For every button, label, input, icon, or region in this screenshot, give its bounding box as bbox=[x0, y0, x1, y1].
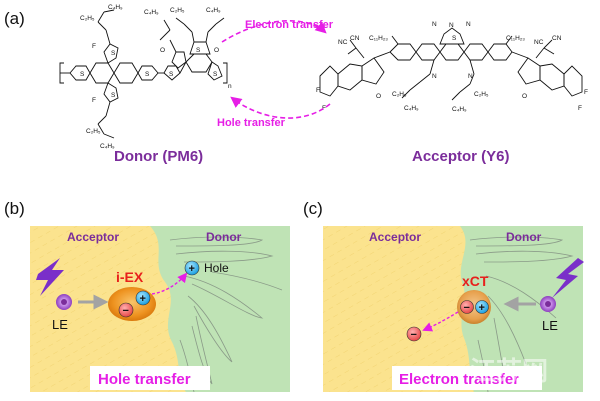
donor-label-c: Donor bbox=[506, 230, 542, 244]
hole-icon-c bbox=[475, 300, 489, 314]
svg-text:N: N bbox=[449, 22, 454, 29]
svg-text:F: F bbox=[92, 97, 96, 104]
svg-text:C₄H₉: C₄H₉ bbox=[206, 7, 221, 14]
svg-text:−: − bbox=[464, 302, 470, 314]
svg-text:C₂H₅: C₂H₅ bbox=[86, 128, 101, 135]
transferred-electron-icon bbox=[406, 326, 422, 342]
acceptor-name-label: Acceptor (Y6) bbox=[412, 148, 510, 165]
svg-text:C₂H₅: C₂H₅ bbox=[170, 7, 185, 14]
svg-text:F: F bbox=[92, 43, 96, 50]
acceptor-label-b: Acceptor bbox=[67, 230, 119, 244]
svg-text:N: N bbox=[466, 21, 471, 28]
svg-text:N: N bbox=[432, 21, 437, 28]
svg-text:+: + bbox=[189, 263, 195, 275]
svg-text:F: F bbox=[578, 105, 582, 112]
acceptor-label-c: Acceptor bbox=[369, 230, 421, 244]
acceptor-y6-structure bbox=[319, 27, 583, 101]
lightning-icon bbox=[36, 258, 64, 296]
svg-text:C₂H₅: C₂H₅ bbox=[474, 91, 489, 98]
donor-label-b: Donor bbox=[206, 230, 242, 244]
svg-text:C₄H₉: C₄H₉ bbox=[144, 9, 159, 16]
xct-sphere bbox=[457, 290, 491, 324]
svg-text:C₄H₉: C₄H₉ bbox=[404, 105, 419, 112]
panel-label-b: (b) bbox=[4, 199, 25, 218]
svg-text:C₁₁H₂₃: C₁₁H₂₃ bbox=[506, 35, 525, 42]
svg-text:S: S bbox=[196, 47, 201, 54]
hole-label: Hole bbox=[204, 261, 229, 275]
svg-text:O: O bbox=[160, 47, 165, 54]
electron-transfer-banner-text: Electron transfer bbox=[399, 371, 519, 388]
svg-text:C₁₁H₂₃: C₁₁H₂₃ bbox=[369, 35, 388, 42]
svg-text:C₄H₉: C₄H₉ bbox=[100, 143, 115, 150]
electron-transfer-arrow bbox=[221, 20, 327, 43]
svg-text:C₄H₉: C₄H₉ bbox=[108, 4, 123, 11]
svg-text:O: O bbox=[376, 93, 381, 100]
svg-text:S: S bbox=[213, 71, 218, 78]
svg-text:F: F bbox=[316, 87, 320, 94]
svg-text:S: S bbox=[452, 35, 457, 42]
donor-fibrils-b bbox=[169, 236, 283, 392]
svg-text:−: − bbox=[123, 305, 129, 317]
hole-transfer-label: Hole transfer bbox=[217, 117, 286, 129]
panel-label-c: (c) bbox=[303, 199, 323, 218]
svg-text:N: N bbox=[468, 73, 473, 80]
electron-transfer-banner bbox=[392, 366, 542, 390]
lightning-icon-c bbox=[552, 258, 584, 298]
electron-transfer-label: Electron transfer bbox=[245, 19, 334, 31]
svg-text:−: − bbox=[411, 329, 417, 341]
svg-text:+: + bbox=[140, 293, 146, 305]
hole-transfer-banner-text: Hole transfer bbox=[98, 371, 191, 388]
svg-text:F: F bbox=[584, 89, 588, 96]
hole-transfer-arrow bbox=[230, 96, 331, 119]
svg-text:N: N bbox=[432, 73, 437, 80]
svg-text:CN: CN bbox=[552, 35, 562, 42]
electron-icon-b bbox=[118, 302, 134, 318]
le-label-c: LE bbox=[542, 318, 558, 333]
donor-fibrils-c bbox=[469, 236, 574, 392]
svg-text:O: O bbox=[522, 93, 527, 100]
donor-pm6-structure bbox=[59, 9, 228, 139]
panel-c-scene bbox=[323, 226, 583, 392]
svg-text:C₄H₉: C₄H₉ bbox=[452, 106, 467, 113]
svg-text:C₂H₅: C₂H₅ bbox=[392, 91, 407, 98]
le-label-b: LE bbox=[52, 317, 68, 332]
iex-label: i-EX bbox=[116, 269, 144, 285]
svg-text:S: S bbox=[169, 71, 174, 78]
iex-ellipse bbox=[108, 287, 156, 321]
svg-text:+: + bbox=[479, 302, 485, 314]
watermark-text: 江苏网 bbox=[470, 356, 548, 386]
svg-text:S: S bbox=[80, 71, 85, 78]
donor-region-c bbox=[460, 226, 583, 392]
donor-chem-labels: C₄H₉ C₂H₅ F S F S C₂H₅ C₄H₉ S S S S C₂H₅… bbox=[80, 4, 232, 150]
xct-label: xCT bbox=[462, 273, 489, 289]
electron-transfer-dashed-arrow bbox=[422, 311, 459, 332]
svg-text:S: S bbox=[145, 71, 150, 78]
donor-name-label: Donor (PM6) bbox=[114, 148, 203, 165]
panel-label-a: (a) bbox=[4, 9, 25, 28]
hole-icon-b bbox=[135, 290, 151, 306]
svg-text:O: O bbox=[214, 47, 219, 54]
svg-text:NC: NC bbox=[534, 39, 544, 46]
svg-text:S: S bbox=[111, 92, 116, 99]
svg-text:S: S bbox=[111, 50, 116, 57]
svg-text:NC: NC bbox=[338, 39, 348, 46]
svg-text:CN: CN bbox=[350, 35, 360, 42]
hole-transfer-banner bbox=[90, 366, 210, 390]
acceptor-chem-labels: N S N N C₁₁H₂₃ C₁₁H₂₃ N N C₄H₉ C₄H₉ C₂H₅… bbox=[316, 21, 588, 113]
hole-transfer-dashed-arrow bbox=[151, 272, 188, 295]
svg-text:C₂H₅: C₂H₅ bbox=[80, 15, 95, 22]
transferred-hole-icon bbox=[184, 260, 200, 276]
svg-text:n: n bbox=[228, 83, 232, 90]
svg-text:F: F bbox=[322, 105, 326, 112]
panel-b-scene bbox=[30, 226, 290, 392]
electron-icon-c bbox=[460, 300, 474, 314]
